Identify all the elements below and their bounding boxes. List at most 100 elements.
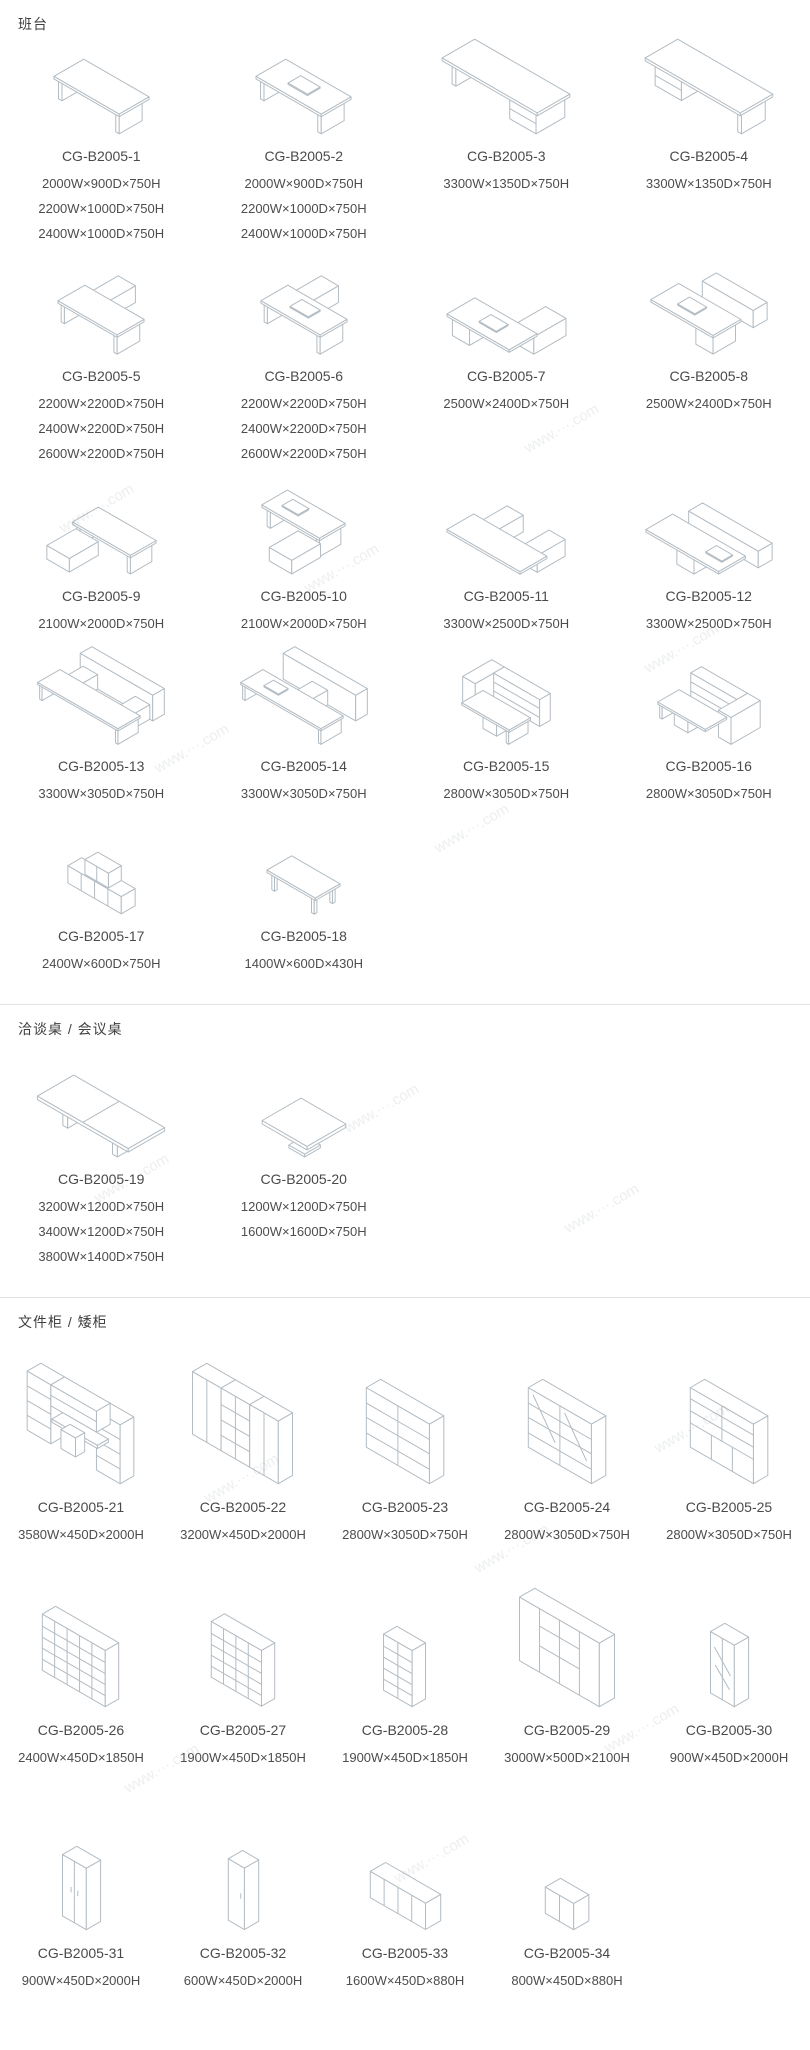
grid-shelf-illustration bbox=[180, 1575, 306, 1710]
desk-u1-illustration bbox=[36, 664, 166, 746]
product-card: CG-B2005-32 600W×450D×2000H bbox=[184, 1798, 303, 1993]
size-list: 2500W×2400D×750H bbox=[646, 391, 772, 416]
size-line: 2200W×2200D×750H bbox=[240, 396, 367, 411]
model-number: CG-B2005-30 bbox=[685, 1722, 773, 1738]
size-line: 600W×450D×2000H bbox=[183, 1973, 303, 1988]
model-number: CG-B2005-19 bbox=[58, 1171, 145, 1187]
size-line: 3300W×1350D×750H bbox=[443, 176, 570, 191]
model-number: CG-B2005-1 bbox=[61, 148, 141, 164]
wardrobe-wide-illustration bbox=[504, 1575, 630, 1710]
size-line: 2500W×2400D×750H bbox=[443, 396, 570, 411]
size-line: 2400W×600D×750H bbox=[41, 956, 161, 971]
size-list: 2200W×2200D×750H 2400W×2200D×750H 2600W×22… bbox=[38, 391, 164, 466]
model-number: CG-B2005-7 bbox=[466, 368, 546, 384]
size-line: 2100W×2000D×750H bbox=[240, 616, 367, 631]
model-number: CG-B2005-22 bbox=[199, 1499, 287, 1515]
model-number: CG-B2005-21 bbox=[37, 1499, 125, 1515]
size-line: 800W×450D×880H bbox=[511, 1973, 623, 1988]
model-number: CG-B2005-27 bbox=[199, 1722, 287, 1738]
desk-k-illustration bbox=[443, 494, 569, 576]
model-number: CG-B2005-32 bbox=[199, 1945, 287, 1961]
size-list: 3300W×1350D×750H bbox=[643, 171, 775, 196]
section-title: 文件柜 / 矮柜 bbox=[18, 1314, 108, 1330]
desk-l-illustration bbox=[644, 494, 774, 576]
size-list: 900W×450D×2000H bbox=[670, 1745, 789, 1770]
model-number: CG-B2005-26 bbox=[37, 1722, 125, 1738]
product-card: CG-B2005-16 2800W×3050D×750H bbox=[646, 664, 772, 806]
size-line: 1200W×1200D×750H bbox=[240, 1199, 367, 1214]
size-line: 1600W×1600D×750H bbox=[240, 1224, 367, 1239]
wall-unit-illustration bbox=[18, 1352, 144, 1487]
model-number: CG-B2005-24 bbox=[523, 1499, 611, 1515]
size-list: 2100W×2000D×750H bbox=[241, 611, 367, 636]
product-card: CG-B2005-30 900W×450D×2000H bbox=[670, 1575, 789, 1770]
size-line: 2600W×2200D×750H bbox=[240, 446, 367, 461]
table-simple-illustration bbox=[244, 834, 363, 916]
model-number: CG-B2005-13 bbox=[58, 758, 145, 774]
model-number: CG-B2005-29 bbox=[523, 1722, 611, 1738]
product-card: CG-B2005-20 1200W×1200D×750H 1600W×1600D×7… bbox=[241, 1059, 367, 1269]
desk-v2-illustration bbox=[646, 664, 772, 746]
model-number: CG-B2005-18 bbox=[260, 928, 347, 944]
size-line: 2400W×1000D×750H bbox=[240, 226, 367, 241]
size-line: 2400W×2200D×750H bbox=[38, 421, 165, 436]
model-number: CG-B2005-12 bbox=[665, 588, 752, 604]
low-credenza-4door-illustration bbox=[346, 1798, 465, 1933]
model-number: CG-B2005-4 bbox=[669, 148, 749, 164]
size-list: 1400W×600D×430H bbox=[244, 951, 363, 976]
desk-h-illustration bbox=[646, 274, 772, 356]
open-shelf-narrow-illustration bbox=[342, 1575, 468, 1710]
product-card: CG-B2005-23 2800W×3050D×750H bbox=[342, 1352, 468, 1547]
size-line: 2800W×3050D×750H bbox=[342, 1527, 468, 1542]
model-number: CG-B2005-34 bbox=[523, 1945, 611, 1961]
size-line: 2100W×2000D×750H bbox=[38, 616, 165, 631]
size-list: 2400W×450D×1850H bbox=[18, 1745, 144, 1770]
size-line: 1900W×450D×1850H bbox=[342, 1750, 468, 1765]
size-list: 2800W×3050D×750H bbox=[342, 1522, 468, 1547]
product-card: CG-B2005-26 2400W×450D×1850H bbox=[18, 1575, 144, 1770]
size-list: 2800W×3050D×750H bbox=[646, 781, 772, 806]
model-number: CG-B2005-28 bbox=[361, 1722, 449, 1738]
product-card: CG-B2005-34 800W×450D×880H bbox=[511, 1798, 623, 1993]
model-number: CG-B2005-14 bbox=[260, 758, 347, 774]
product-card: CG-B2005-25 2800W×3050D×750H bbox=[666, 1352, 792, 1547]
size-list: 3300W×1350D×750H bbox=[440, 171, 572, 196]
size-line: 2200W×1000D×750H bbox=[38, 201, 165, 216]
size-line: 2200W×2200D×750H bbox=[38, 396, 165, 411]
model-number: CG-B2005-25 bbox=[685, 1499, 773, 1515]
size-list: 600W×450D×2000H bbox=[184, 1968, 303, 1993]
model-number: CG-B2005-33 bbox=[361, 1945, 449, 1961]
model-number: CG-B2005-11 bbox=[463, 588, 549, 604]
size-line: 2400W×450D×1850H bbox=[18, 1750, 144, 1765]
model-number: CG-B2005-23 bbox=[361, 1499, 449, 1515]
bookcase-shelves-illustration bbox=[342, 1352, 468, 1487]
size-line: 2500W×2400D×750H bbox=[645, 396, 772, 411]
tall-cabinet-glass-illustration bbox=[670, 1575, 789, 1710]
tall-cabinet-2door-illustration bbox=[22, 1798, 141, 1933]
model-number: CG-B2005-20 bbox=[260, 1171, 347, 1187]
size-line: 2600W×2200D×750H bbox=[38, 446, 165, 461]
size-line: 3300W×1350D×750H bbox=[645, 176, 772, 191]
model-number: CG-B2005-6 bbox=[264, 368, 344, 384]
model-number: CG-B2005-16 bbox=[665, 758, 752, 774]
size-list: 800W×450D×880H bbox=[511, 1968, 622, 1993]
size-list: 3300W×3050D×750H bbox=[36, 781, 166, 806]
size-list: 1900W×450D×1850H bbox=[342, 1745, 468, 1770]
size-line: 2800W×3050D×750H bbox=[666, 1527, 792, 1542]
size-line: 2200W×1000D×750H bbox=[240, 201, 367, 216]
size-list: 2800W×3050D×750H bbox=[666, 1522, 792, 1547]
desk-i-illustration bbox=[38, 494, 164, 576]
grid-shelf-wide-illustration bbox=[18, 1575, 144, 1710]
model-number: CG-B2005-3 bbox=[466, 148, 546, 164]
